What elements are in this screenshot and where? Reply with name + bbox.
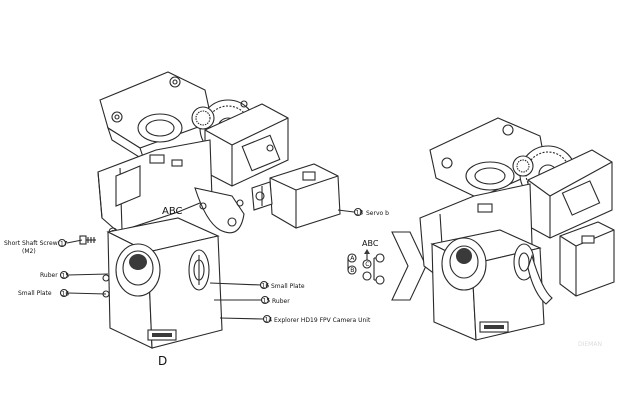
group-label-d: D: [158, 354, 167, 368]
right-chevron-arrow-icon: [391, 231, 427, 301]
rubber-right-label: Ruber: [272, 298, 290, 305]
short-shaft-screw-number: 17: [60, 241, 68, 248]
legend-letter-b: B: [350, 267, 354, 274]
legend-letter-c: C: [365, 261, 369, 268]
short-shaft-screw-sub: (M2): [22, 248, 36, 255]
servo-label: Servo b: [366, 210, 389, 217]
legend-label-abc: ABC: [362, 239, 379, 248]
servo-b: [251, 163, 341, 229]
servo-number: 18: [356, 210, 364, 217]
legend-letter-a: A: [350, 255, 355, 262]
assembly-legend: ABC A B C: [347, 239, 385, 285]
small-plate-right-label: Small Plate: [271, 283, 305, 290]
camera-unit: [102, 217, 223, 349]
callout-leaders: [57, 207, 363, 324]
small-plate-right-number: 16: [262, 283, 270, 290]
camera-unit-number: 14: [265, 317, 273, 324]
right-assembled-gimbal: [419, 117, 615, 341]
left-exploded-assembly: ABC D Short Shaft Screw 17 (M2) Ruber 15…: [4, 71, 389, 368]
camera-unit-label: Explorer HD19 FPV Camera Unit: [274, 317, 371, 324]
watermark-text: DIEMAN: [578, 341, 602, 348]
callout-labels: ABC D Short Shaft Screw 17 (M2) Ruber 15…: [4, 206, 389, 368]
rubber-right-number: 15: [263, 298, 271, 305]
group-label-abc: ABC: [162, 206, 183, 217]
rubber-left-number: 15: [62, 273, 70, 280]
rubber-left-label: Ruber: [40, 272, 58, 279]
gear-housing-top: [99, 71, 213, 162]
small-plate-left-label: Small Plate: [18, 290, 52, 297]
gimbal-frame-bracket: [97, 139, 245, 234]
small-plate-left-number: 16: [62, 291, 70, 298]
gear-housing-body: [204, 103, 289, 187]
short-shaft-screw-label: Short Shaft Screw: [4, 240, 58, 247]
